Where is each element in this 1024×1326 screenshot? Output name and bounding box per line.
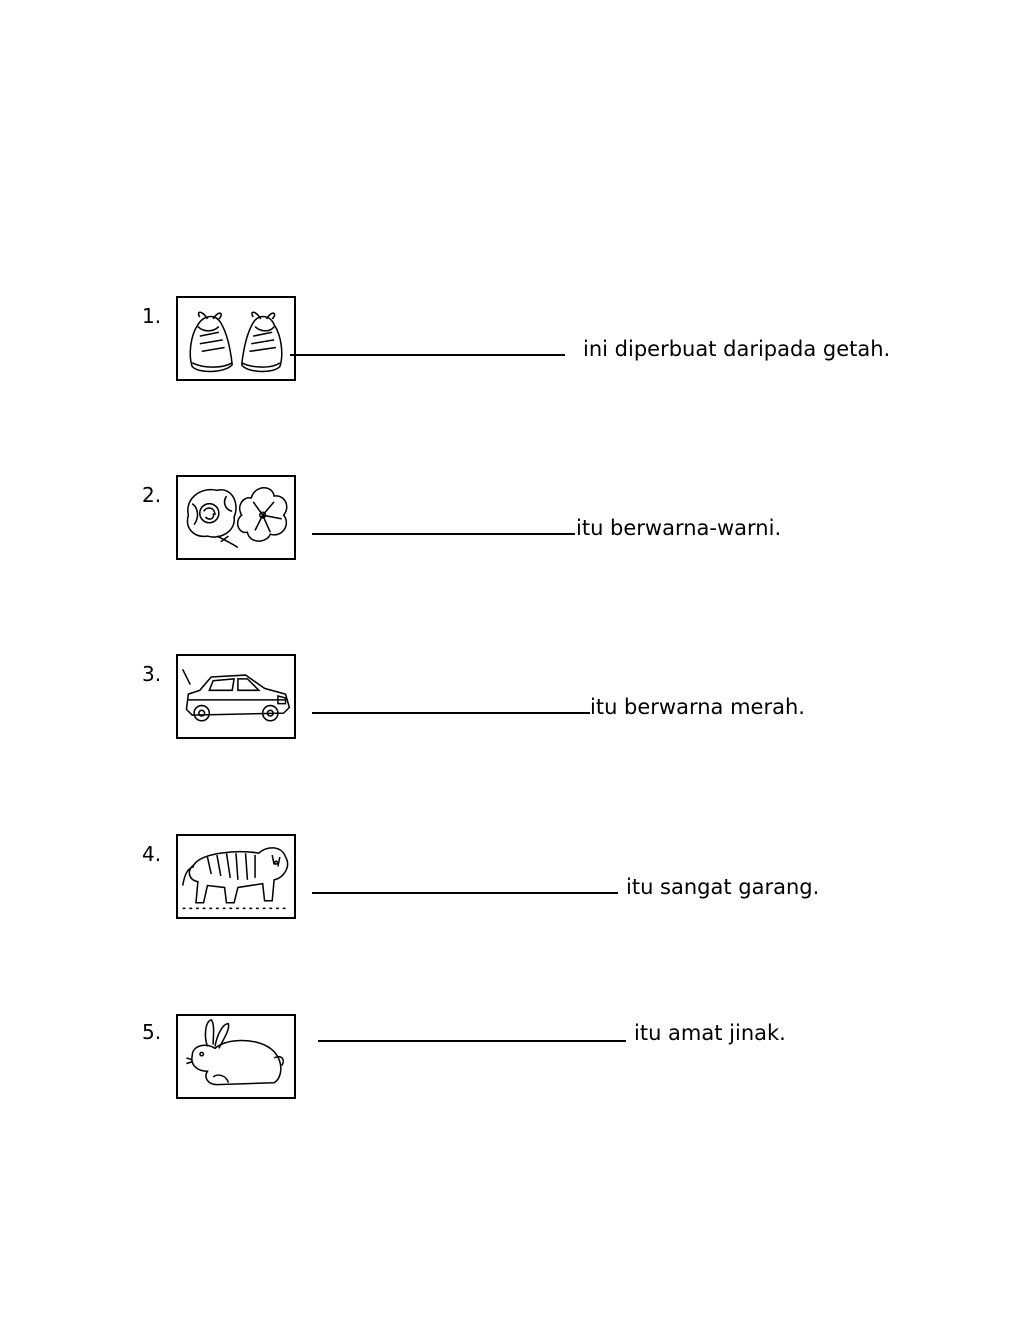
question-number: 1. xyxy=(142,304,162,328)
sentence-text: itu amat jinak. xyxy=(634,1021,786,1045)
car-picture xyxy=(176,654,296,739)
shoes-icon xyxy=(189,311,283,373)
sentence-text: ini diperbuat daripada getah. xyxy=(583,337,891,361)
tiger-icon xyxy=(181,847,290,910)
flowers-icon xyxy=(186,486,288,549)
sentence-text: itu berwarna-warni. xyxy=(576,516,782,540)
question-number: 2. xyxy=(142,483,162,507)
question-number: 3. xyxy=(142,662,162,686)
answer-blank[interactable] xyxy=(312,533,575,535)
answer-blank[interactable] xyxy=(312,712,590,714)
answer-blank[interactable] xyxy=(318,1040,626,1042)
rabbit-icon xyxy=(186,1018,284,1086)
sentence-text: itu berwarna merah. xyxy=(590,695,805,719)
rabbit-picture xyxy=(176,1014,296,1099)
question-number: 4. xyxy=(142,842,162,866)
tiger-picture xyxy=(176,834,296,919)
answer-blank[interactable] xyxy=(312,892,618,894)
car-icon xyxy=(181,669,291,722)
answer-blank[interactable] xyxy=(290,354,565,356)
flowers-picture xyxy=(176,475,296,560)
shoes-picture xyxy=(176,296,296,381)
question-number: 5. xyxy=(142,1020,162,1044)
sentence-text: itu sangat garang. xyxy=(626,875,820,899)
